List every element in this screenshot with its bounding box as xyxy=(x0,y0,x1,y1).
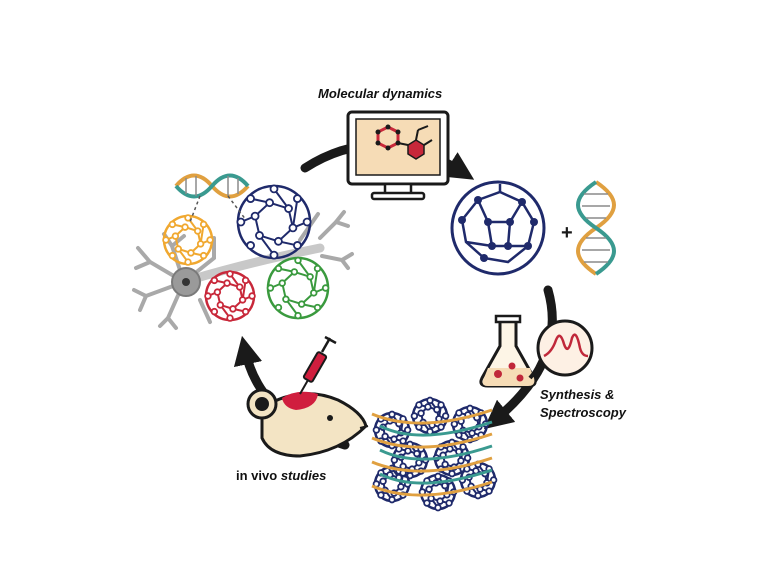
synthesis-spectroscopy-label: Synthesis & Spectroscopy xyxy=(540,386,626,422)
syringe-icon xyxy=(299,335,337,395)
dna-helix-icon xyxy=(576,180,616,276)
flask-icon xyxy=(479,314,537,388)
red-nanocage xyxy=(204,270,256,322)
molecular-dynamics-label: Molecular dynamics xyxy=(318,86,443,101)
synthesis-label-line1: Synthesis & xyxy=(540,387,615,402)
mouse-icon xyxy=(246,388,369,458)
dna-nanocage-assembly xyxy=(371,396,498,512)
in-vivo-studies-label: in vivo studies xyxy=(236,468,326,483)
navy-nanocage-left xyxy=(236,184,312,260)
navy-nanocage-right xyxy=(450,180,546,276)
spectrum-lens-icon xyxy=(528,319,594,380)
synthesis-label-line2: Spectroscopy xyxy=(540,405,626,420)
in-vivo-suffix: studies xyxy=(280,468,327,483)
in-vivo-prefix: in vivo xyxy=(236,468,278,483)
dna-helix-small-icon xyxy=(174,173,250,223)
orange-nanocage xyxy=(162,214,214,266)
computer-monitor-icon xyxy=(346,110,450,201)
plus-sign: + xyxy=(561,222,573,244)
green-nanocage xyxy=(266,256,330,320)
